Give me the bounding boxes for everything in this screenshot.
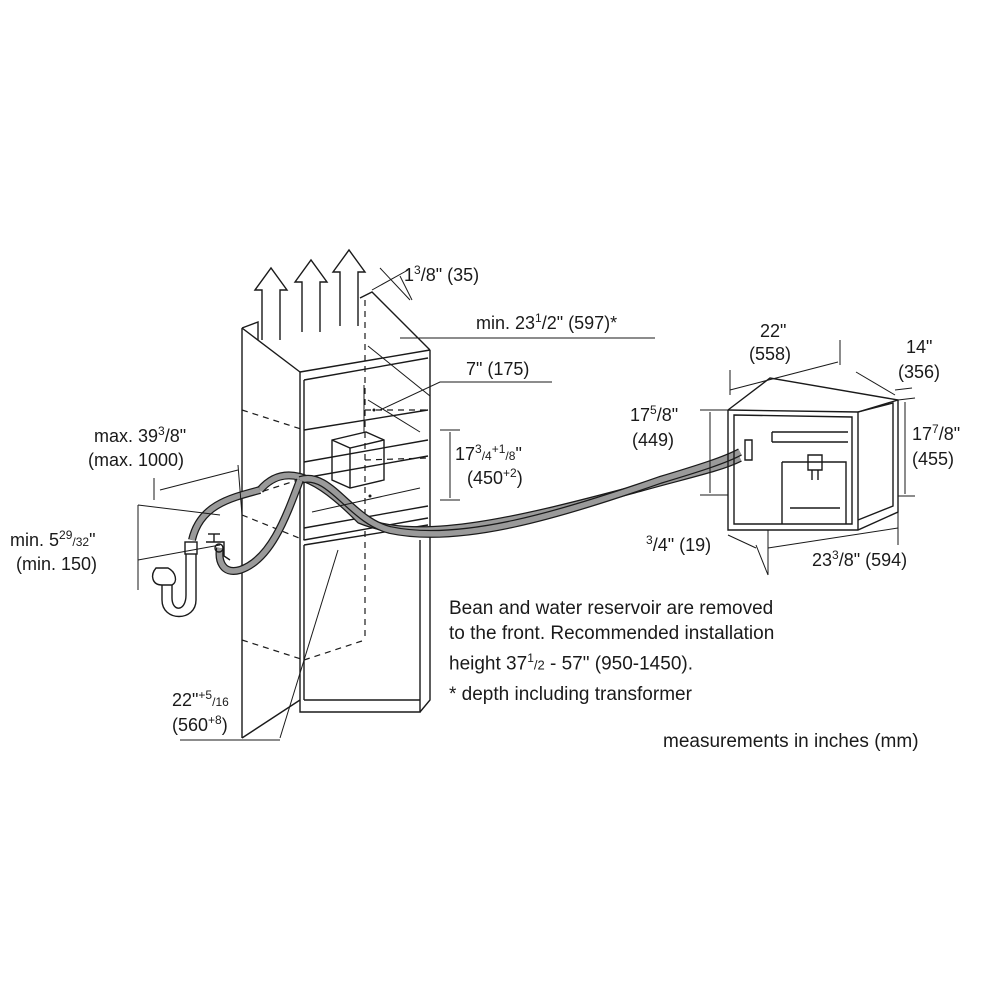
label-app-depth-mm: (356) bbox=[898, 362, 940, 382]
label-app-width-mm: (558) bbox=[749, 344, 791, 364]
label-min-depth: min. 231/2" (597)* bbox=[476, 311, 617, 333]
label-top-gap: 13/8" (35) bbox=[404, 263, 479, 285]
note-line-3: height 371/2 - 57" (950-1450). bbox=[449, 651, 693, 675]
ventilation-arrows bbox=[253, 248, 367, 340]
units-note: measurements in inches (mm) bbox=[663, 731, 919, 752]
label-min-side-mm: (min. 150) bbox=[16, 554, 97, 574]
cabinet bbox=[241, 291, 431, 739]
note-line-1: Bean and water reservoir are removed bbox=[449, 598, 774, 619]
label-max-depth: max. 393/8" bbox=[94, 424, 186, 446]
label-niche-width: 22"+5/16 bbox=[172, 688, 229, 710]
coffee-machine bbox=[727, 377, 899, 531]
hoses bbox=[188, 448, 742, 575]
label-front-offset: 3/4" (19) bbox=[646, 533, 711, 555]
label-min-side: min. 529/32" bbox=[10, 528, 95, 550]
label-seven: 7" (175) bbox=[466, 359, 529, 379]
dimension-lines bbox=[137, 267, 916, 741]
label-niche-width-mm: (560+8) bbox=[172, 713, 228, 735]
label-app-width: 22" bbox=[760, 321, 786, 341]
label-app-total-width: 233/8" (594) bbox=[812, 548, 907, 570]
note-line-2: to the front. Recommended installation bbox=[449, 623, 775, 644]
drain-trap bbox=[151, 541, 198, 617]
installation-note: Bean and water reservoir are removed to … bbox=[449, 596, 774, 677]
label-app-height-left-mm: (449) bbox=[632, 430, 674, 450]
footnote: * depth including transformer bbox=[449, 684, 692, 705]
water-tap bbox=[206, 533, 231, 561]
label-max-depth-mm: (max. 1000) bbox=[88, 450, 184, 470]
label-app-height-right-mm: (455) bbox=[912, 449, 954, 469]
label-app-depth: 14" bbox=[906, 337, 932, 357]
label-app-height-right: 177/8" bbox=[912, 422, 960, 444]
dimension-labels: 13/8" (35) min. 231/2" (597)* 7" (175) 1… bbox=[10, 263, 960, 735]
label-niche-height-mm: (450+2) bbox=[467, 466, 523, 488]
label-niche-height: 173/4+1/8" bbox=[455, 442, 522, 464]
label-app-height-left: 175/8" bbox=[630, 403, 678, 425]
